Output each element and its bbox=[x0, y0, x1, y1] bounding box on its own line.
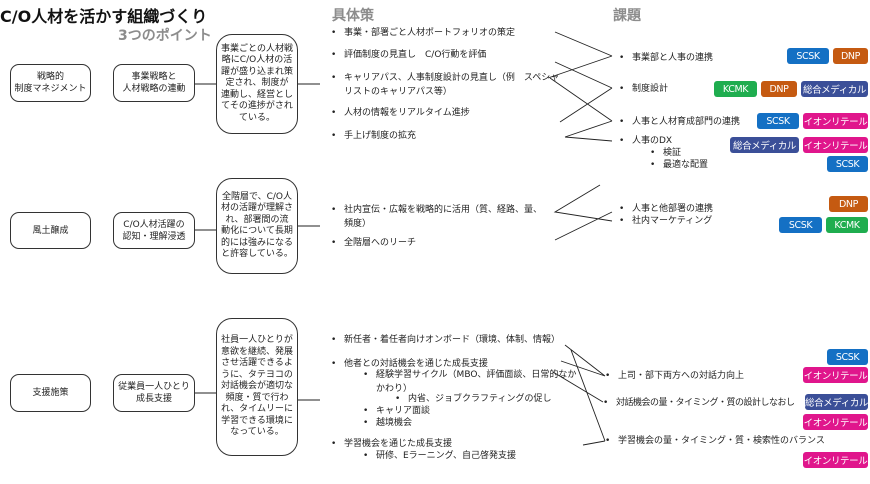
measure-item-cont: かわり） bbox=[376, 384, 413, 394]
issue-subitem: 最適な配置 bbox=[650, 159, 708, 171]
tag-scsk: SCSK bbox=[827, 349, 868, 365]
tag-aeon-retail: イオンリテール bbox=[803, 414, 868, 430]
measure-item: 新任者・着任者向けオンボード（環境、体制、情報） bbox=[331, 334, 560, 346]
tag-kcmk: KCMK bbox=[826, 217, 868, 233]
measure-item: キャリアパス、人事制度設計の見直し（例 スペシャ bbox=[331, 72, 559, 84]
measure-item: 人材の情報をリアルタイム進捗 bbox=[331, 107, 470, 119]
issue-item: 人事と人材育成部門の連携 bbox=[619, 116, 740, 128]
point-box: 従業員一人ひとり 成長支援 bbox=[113, 374, 195, 412]
tag-scsk: SCSK bbox=[779, 217, 822, 233]
tag-aeon-retail: イオンリテール bbox=[803, 367, 868, 383]
measures-header: 具体策 bbox=[332, 8, 374, 24]
category-box: 支援施策 bbox=[10, 374, 91, 412]
tag-scsk: SCSK bbox=[787, 48, 829, 64]
issue-item: 対話機会の量・タイミング・質の設計しなおし bbox=[603, 397, 795, 409]
measure-subitem: キャリア面談 bbox=[363, 405, 430, 417]
category-box: 風土醸成 bbox=[10, 212, 91, 249]
issue-item: 制度設計 bbox=[619, 83, 668, 95]
measure-item: 他者との対話機会を通じた成長支援 bbox=[331, 358, 488, 370]
measure-subitem: 越境機会 bbox=[363, 417, 412, 429]
tag-dnp: DNP bbox=[833, 48, 868, 64]
tag-dnp: DNP bbox=[829, 196, 868, 212]
point-box: C/O人材活躍の 認知・理解浸透 bbox=[113, 212, 195, 249]
measure-item: 事業・部署ごと人材ポートフォリオの策定 bbox=[331, 27, 515, 39]
points-header: 3つのポイント bbox=[118, 28, 212, 44]
page-title: C/O人材を活かす組織づくり bbox=[0, 7, 208, 26]
goal-box: 社員一人ひとりが意欲を継続、発展させ活躍できるように、タテヨコの対話機会が適切な… bbox=[216, 318, 298, 456]
goal-box: 全階層で、C/O人材の活躍が理解され、部署間の流動化について長期的には強みになる… bbox=[216, 178, 298, 274]
measure-item: 評価制度の見直し C/O行動を評価 bbox=[331, 49, 486, 61]
issue-item: 上司・部下両方への対話力向上 bbox=[605, 370, 744, 382]
measure-subitem: 内省、ジョブクラフティングの促し bbox=[395, 393, 552, 405]
measure-item: 社内宣伝・広報を戦略的に活用（質、経路、量、 bbox=[331, 204, 542, 216]
issue-item: 事業部と人事の連携 bbox=[619, 52, 713, 64]
point-box: 事業戦略と 人材戦略の連動 bbox=[113, 64, 195, 102]
tag-sogo-medical: 総合メディカル bbox=[730, 137, 799, 153]
tag-sogo-medical: 総合メディカル bbox=[805, 394, 868, 410]
tag-scsk: SCSK bbox=[827, 156, 868, 172]
measure-subitem: 経験学習サイクル（MBO、評価面談、日常的なか bbox=[363, 369, 576, 381]
issue-item: 人事のDX bbox=[619, 135, 672, 147]
tag-aeon-retail: イオンリテール bbox=[803, 452, 868, 468]
measure-item-cont: 頻度） bbox=[344, 219, 372, 229]
issue-subitem: 検証 bbox=[650, 147, 681, 159]
issues-header: 課題 bbox=[613, 8, 641, 24]
measure-item-cont: リストのキャリアパス等） bbox=[344, 87, 452, 97]
measure-item: 全階層へのリーチ bbox=[331, 237, 416, 249]
tag-kcmk: KCMK bbox=[714, 81, 757, 97]
measure-subitem: 研修、Eラーニング、自己啓発支援 bbox=[363, 450, 516, 462]
category-box: 戦略的 制度マネジメント bbox=[10, 64, 91, 102]
issue-item: 学習機会の量・タイミング・質・検索性のバランス bbox=[605, 435, 825, 447]
issue-item: 社内マーケティング bbox=[619, 215, 712, 227]
issue-item: 人事と他部署の連携 bbox=[619, 203, 713, 215]
tag-scsk: SCSK bbox=[757, 113, 799, 129]
tag-sogo-medical: 総合メディカル bbox=[801, 81, 868, 97]
goal-box: 事業ごとの人材戦略にC/O人材の活躍が盛り込まれ策定され、制度が連動し、経営とし… bbox=[216, 34, 298, 134]
measure-item: 手上げ制度の拡充 bbox=[331, 130, 416, 142]
tag-dnp: DNP bbox=[761, 81, 797, 97]
measure-item: 学習機会を通じた成長支援 bbox=[331, 438, 452, 450]
tag-aeon-retail: イオンリテール bbox=[803, 113, 868, 129]
tag-aeon-retail: イオンリテール bbox=[803, 137, 868, 153]
